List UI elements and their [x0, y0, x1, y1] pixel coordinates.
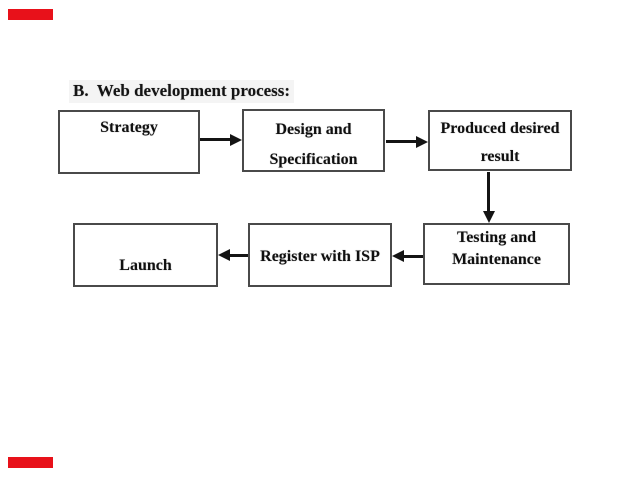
flow-node-label: Produced desired: [440, 120, 560, 137]
flow-node-label: result: [480, 148, 520, 165]
flow-node-design-specification: Design and Specification: [242, 109, 385, 172]
arrow-shaft: [386, 140, 417, 143]
flow-node-label: Design and: [275, 121, 352, 138]
flow-node-testing-maintenance: Testing and Maintenance: [423, 223, 570, 285]
arrow-head-down-icon: [483, 211, 495, 223]
red-scan-mark-top: [8, 9, 53, 20]
flow-node-label: Launch: [119, 257, 172, 274]
flow-node-label: Register with ISP: [260, 248, 380, 265]
flow-node-strategy: Strategy: [58, 110, 200, 174]
arrow-head-left-icon: [218, 249, 230, 261]
arrow-head-right-icon: [230, 134, 242, 146]
flow-node-label: Specification: [269, 151, 358, 168]
red-scan-mark-bottom: [8, 457, 53, 468]
flow-node-launch: Launch: [73, 223, 218, 287]
flow-node-produced-desired-result: Produced desired result: [428, 110, 572, 171]
flow-node-register-with-isp: Register with ISP: [248, 223, 392, 287]
arrow-shaft: [200, 138, 232, 141]
arrow-head-left-icon: [392, 250, 404, 262]
arrow-head-right-icon: [416, 136, 428, 148]
arrow-shaft: [487, 172, 490, 212]
flow-node-label: Maintenance: [452, 251, 541, 268]
flow-node-label: Strategy: [100, 119, 158, 136]
arrow-shaft: [229, 254, 248, 257]
flow-node-label: Testing and: [457, 229, 536, 246]
section-title: B. Web development process:: [69, 80, 295, 103]
arrow-shaft: [403, 255, 423, 258]
